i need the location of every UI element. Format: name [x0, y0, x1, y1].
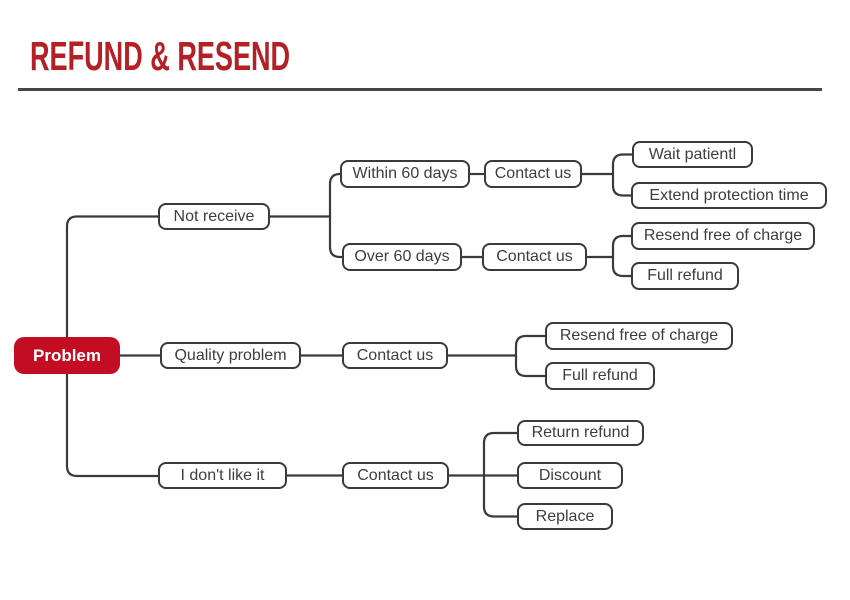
node-full-refund-2: Full refund — [545, 362, 655, 390]
node-not-receive: Not receive — [158, 203, 270, 230]
connector-bracket1-extend — [611, 174, 631, 197]
connector-bracket4-replace — [482, 475, 517, 518]
connector-bracket2-refund — [611, 257, 631, 278]
node-contact-us-quality: Contact us — [342, 342, 448, 369]
connector-bracket2-resend — [611, 234, 631, 257]
title-divider-line — [18, 88, 822, 91]
node-quality-problem: Quality problem — [160, 342, 301, 369]
node-contact-us-over: Contact us — [482, 243, 587, 271]
node-return-refund: Return refund — [517, 420, 644, 446]
connector-split-within — [328, 172, 341, 217]
node-problem: Problem — [14, 337, 120, 374]
node-wait-patient: Wait patientl — [632, 141, 753, 168]
node-over-60-days: Over 60 days — [342, 243, 462, 271]
node-full-refund-1: Full refund — [631, 262, 739, 290]
node-replace: Replace — [517, 503, 613, 530]
connector-bracket4-return — [482, 431, 517, 476]
page-title: REFUND & RESEND — [30, 33, 291, 79]
node-contact-us-within: Contact us — [484, 160, 582, 188]
connector-bracket3-resend — [514, 334, 545, 356]
node-resend-free-of-charge-1: Resend free of charge — [631, 222, 815, 250]
node-resend-free-of-charge-2: Resend free of charge — [545, 322, 733, 350]
connector-bracket3-refund — [514, 355, 545, 378]
node-extend-protection-time: Extend protection time — [631, 182, 827, 209]
connector-bracket1-wait — [611, 153, 632, 174]
connector-split-over — [328, 216, 342, 259]
node-discount: Discount — [517, 462, 623, 489]
node-contact-us-dontlike: Contact us — [342, 462, 449, 489]
node-dont-like-it: I don't like it — [158, 462, 287, 489]
node-within-60-days: Within 60 days — [340, 160, 470, 188]
